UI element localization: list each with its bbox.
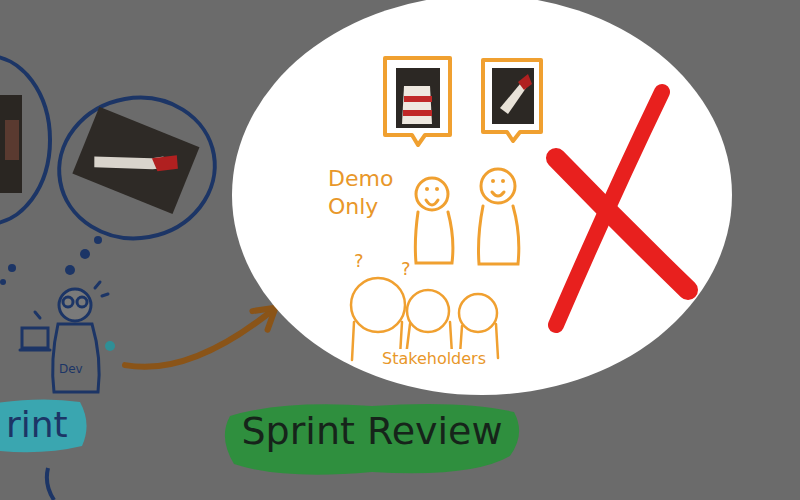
review-bubble-outline — [232, 0, 732, 395]
node-text: Demo Only — [326, 165, 400, 220]
thought-bubbles — [0, 236, 102, 285]
node-text: Dev — [57, 362, 85, 377]
demo-frames — [385, 58, 541, 145]
sprint-review-band: Sprint Review — [222, 398, 522, 480]
reject-cross — [556, 92, 688, 325]
question-mark: ? — [354, 250, 364, 271]
question-mark: ? — [401, 258, 411, 279]
sprint-line — [47, 468, 54, 500]
node-text: rint — [4, 402, 70, 447]
review-bubble: Demo OnlyStakeholders — [232, 0, 732, 395]
photo-thumbnails — [0, 95, 199, 214]
presenter-figures — [415, 169, 518, 264]
developer-figure-outline — [15, 280, 115, 395]
node-text: Sprint Review — [239, 408, 504, 456]
stakeholder-group: Stakeholders — [342, 275, 514, 375]
flow-arrow — [125, 308, 276, 367]
node-text: Stakeholders — [380, 349, 488, 369]
teal-dot — [105, 341, 115, 351]
thought-circles — [0, 56, 226, 250]
developer-figure: Dev — [15, 280, 115, 395]
sprint-band: rint — [0, 396, 88, 456]
